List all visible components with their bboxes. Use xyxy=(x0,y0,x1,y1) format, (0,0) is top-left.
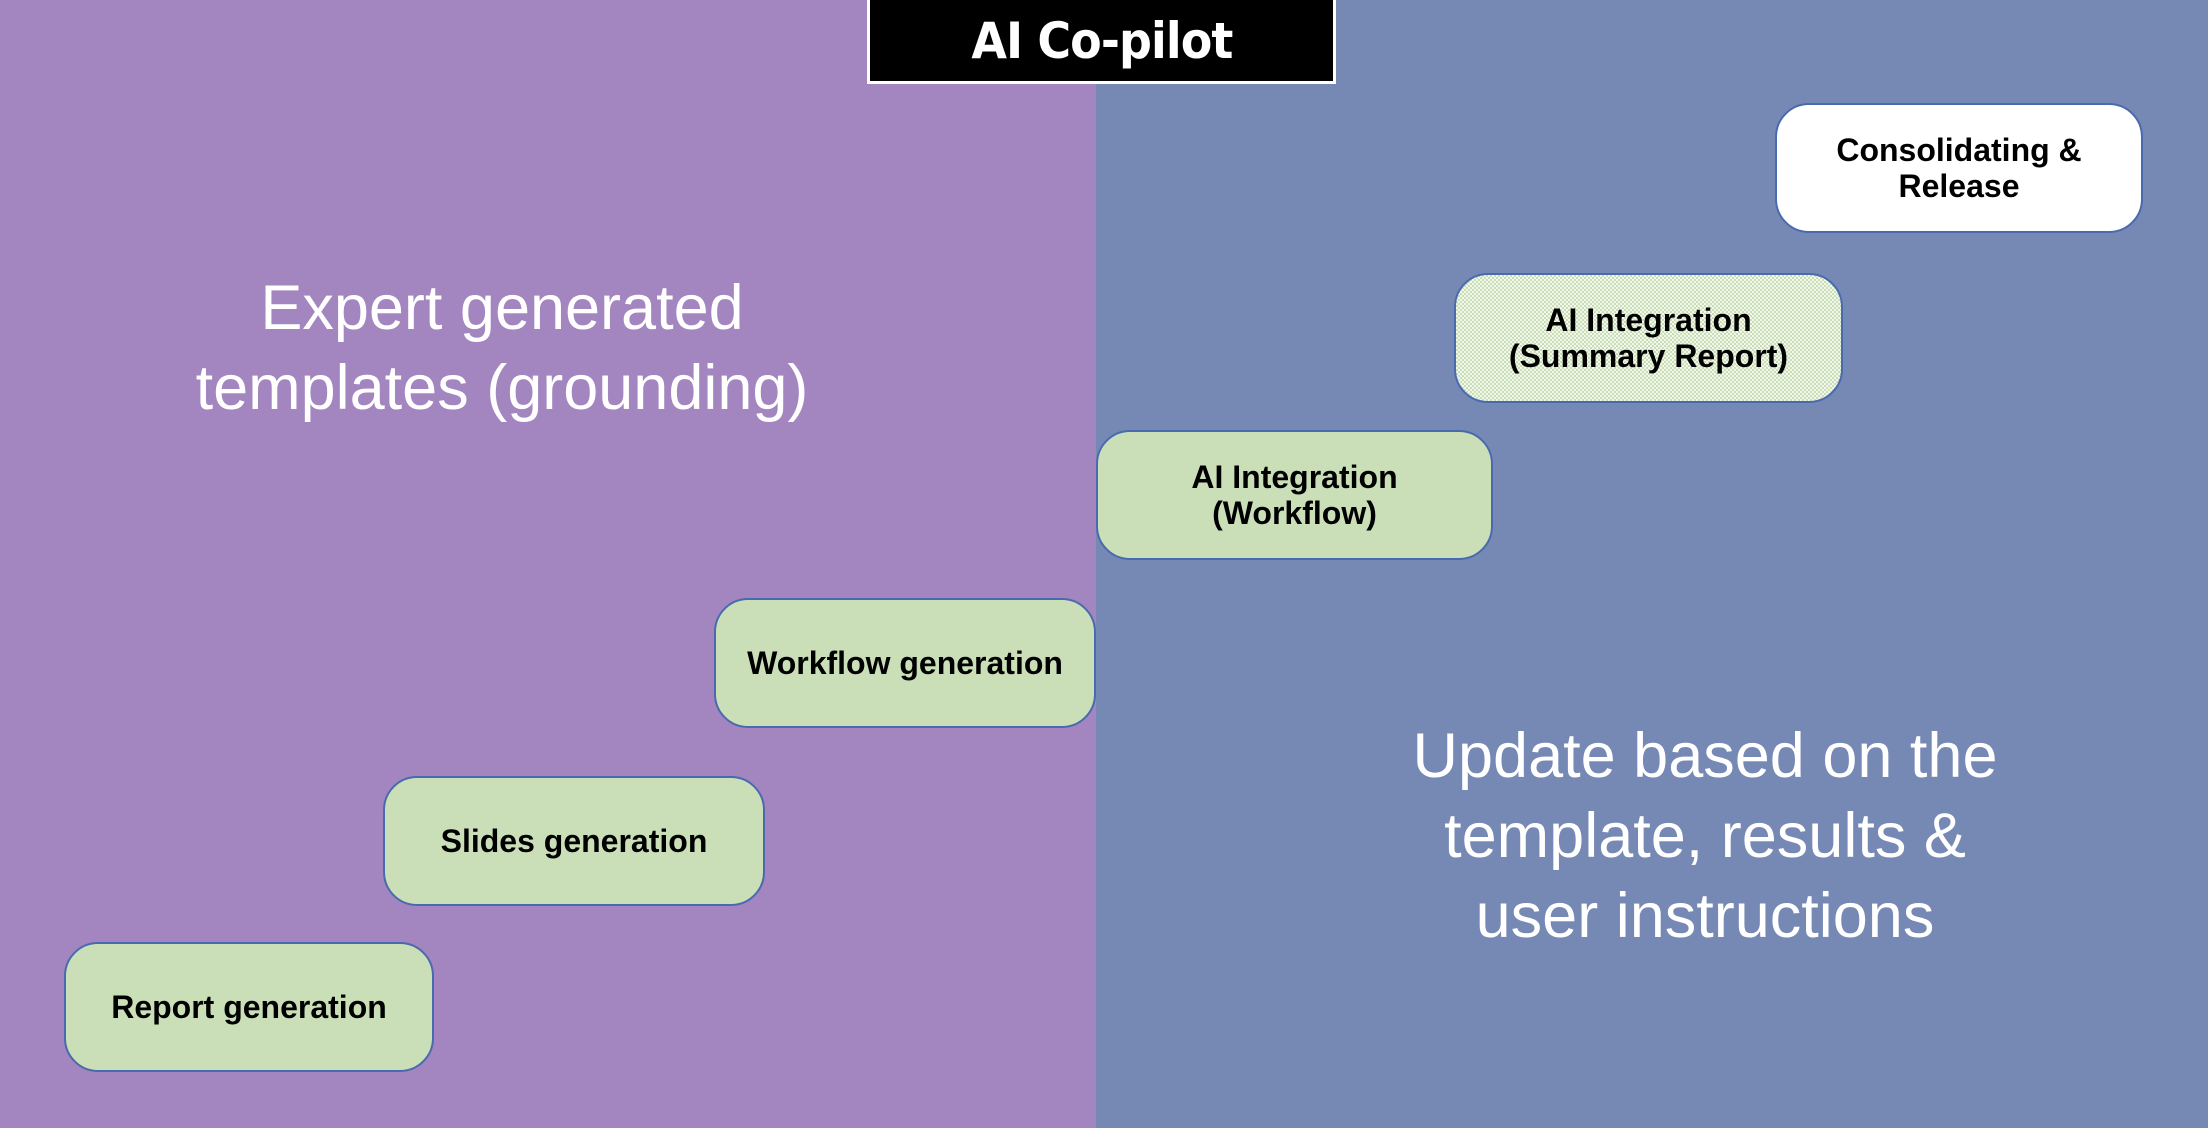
step-label: (Workflow) xyxy=(1212,495,1377,531)
step-label: AI Integration xyxy=(1191,459,1398,495)
step-label: Consolidating & xyxy=(1836,132,2082,168)
step-label: AI Integration xyxy=(1545,302,1752,338)
step-workflow-generation: Workflow generation xyxy=(714,598,1096,728)
step-slides-generation: Slides generation xyxy=(383,776,765,906)
left-panel-heading: Expert generated templates (grounding) xyxy=(102,268,902,428)
right-heading-line: template, results & xyxy=(1444,801,1966,871)
step-label: Report generation xyxy=(111,989,387,1025)
left-heading-line: templates (grounding) xyxy=(195,353,809,423)
right-heading-line: user instructions xyxy=(1475,881,1935,951)
step-label: (Summary Report) xyxy=(1508,338,1789,374)
step-label: Workflow generation xyxy=(747,645,1063,681)
step-consolidating-release: Consolidating & Release xyxy=(1775,103,2143,233)
step-ai-integration-summary-report: AI Integration (Summary Report) xyxy=(1454,273,1843,403)
step-label: Release xyxy=(1898,168,2020,204)
page-title: AI Co-pilot xyxy=(970,11,1233,70)
step-label: Slides generation xyxy=(440,823,708,859)
title-banner: AI Co-pilot xyxy=(867,0,1336,84)
step-ai-integration-workflow: AI Integration (Workflow) xyxy=(1096,430,1493,560)
right-panel-heading: Update based on the template, results & … xyxy=(1305,716,2105,956)
right-heading-line: Update based on the xyxy=(1412,721,1998,791)
left-panel-grounding xyxy=(0,0,1096,1128)
left-heading-line: Expert generated xyxy=(260,273,744,343)
step-report-generation: Report generation xyxy=(64,942,434,1072)
